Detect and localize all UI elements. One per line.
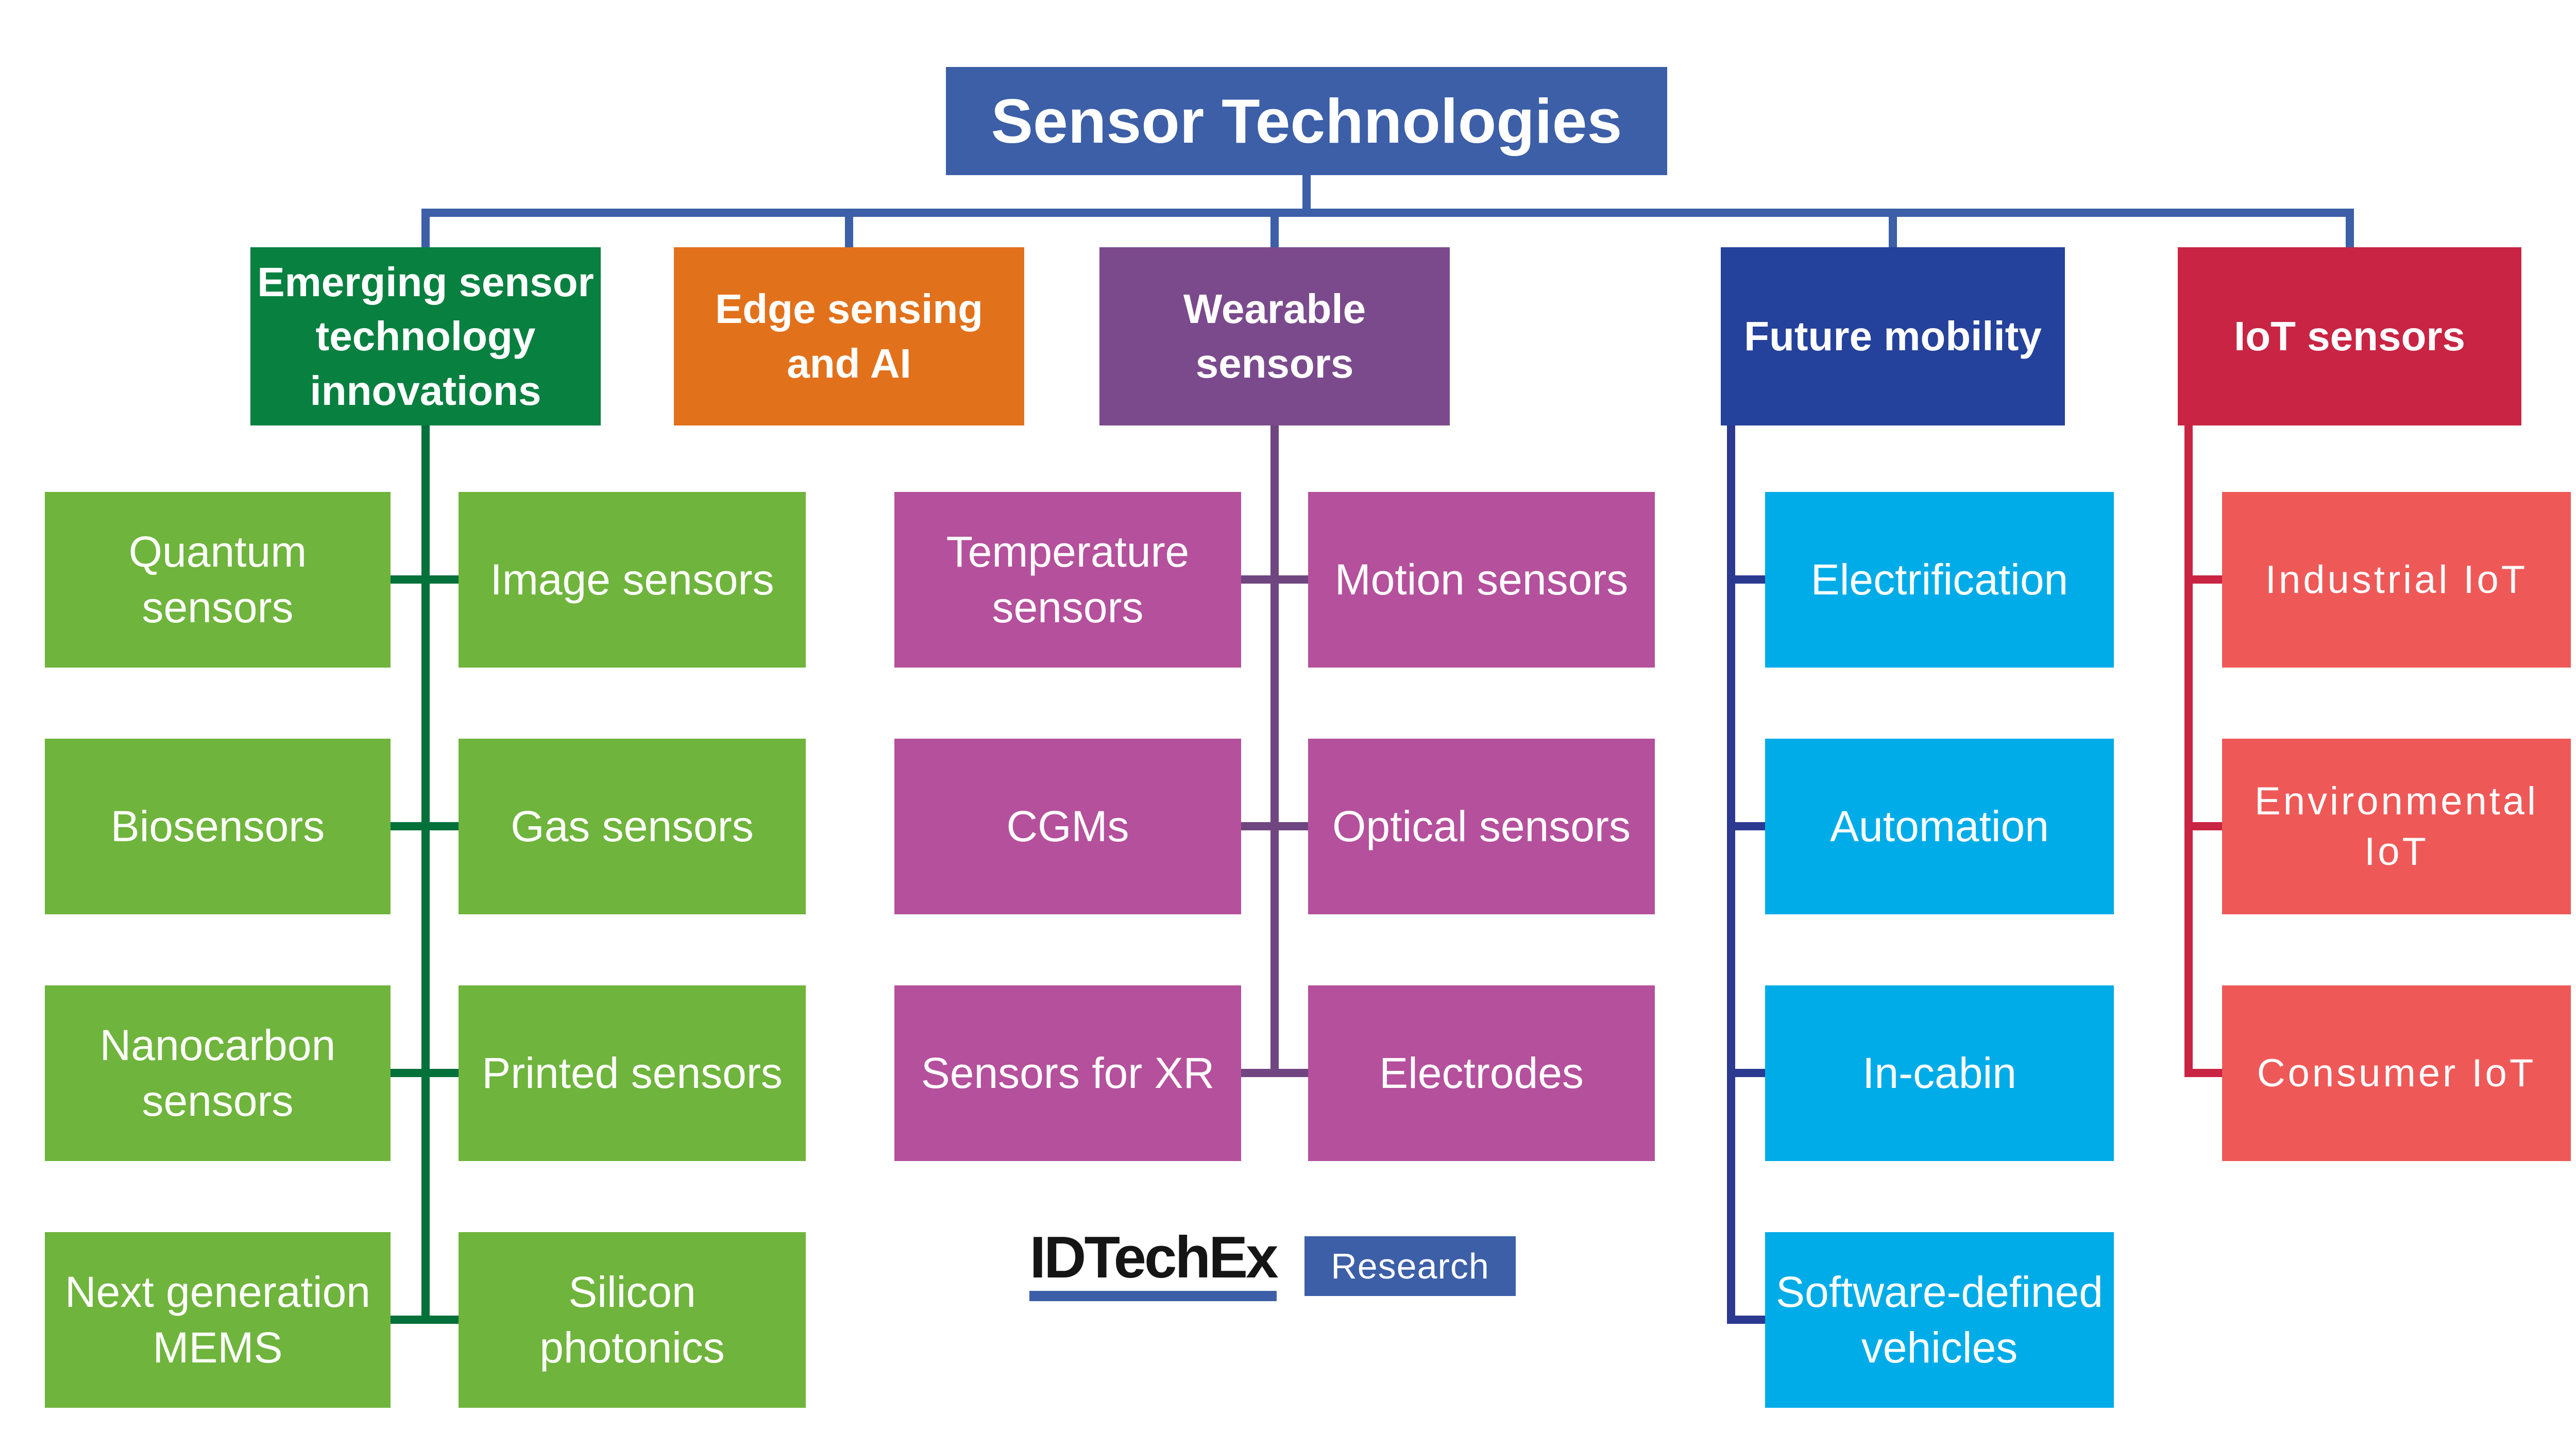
branch-header-edge-sensing-ai: Edge sensing and AI xyxy=(674,247,1024,425)
node-gas-sensors: Gas sensors xyxy=(459,739,806,914)
connector-emerging-vertical xyxy=(421,425,430,1324)
node-environmental-iot: Environmental IoT xyxy=(2222,739,2571,914)
connector-wearable-stub-row2 xyxy=(1241,822,1308,830)
connector-drop-edge xyxy=(845,217,853,248)
connector-trunk-horizontal xyxy=(421,209,2354,217)
branch-header-future-mobility: Future mobility xyxy=(1721,247,2065,425)
connector-emerging-stub-row1 xyxy=(391,575,459,584)
connector-wearable-vertical xyxy=(1270,425,1279,1077)
node-next-generation-mems: Next generation MEMS xyxy=(45,1232,391,1408)
node-electrification: Electrification xyxy=(1765,492,2114,668)
connector-emerging-stub-row2 xyxy=(391,822,459,830)
connector-wearable-stub-row1 xyxy=(1241,575,1308,584)
node-cgms: CGMs xyxy=(894,739,1241,914)
connector-iot-stub-row2 xyxy=(2184,822,2222,830)
connector-drop-emerging xyxy=(421,217,430,248)
node-image-sensors: Image sensors xyxy=(459,492,806,668)
connector-iot-stub-row3 xyxy=(2184,1069,2222,1077)
node-nanocarbon-sensors: Nanocarbon sensors xyxy=(45,985,391,1161)
node-printed-sensors: Printed sensors xyxy=(459,985,806,1161)
connector-drop-mobility xyxy=(1889,217,1897,248)
node-industrial-iot: Industrial IoT xyxy=(2222,492,2571,668)
node-automation: Automation xyxy=(1765,739,2114,914)
connector-emerging-stub-row3 xyxy=(391,1069,459,1077)
branch-header-wearable-sensors: Wearable sensors xyxy=(1099,247,1450,425)
node-in-cabin: In-cabin xyxy=(1765,985,2114,1161)
node-temperature-sensors: Temperature sensors xyxy=(894,492,1241,668)
node-consumer-iot: Consumer IoT xyxy=(2222,985,2571,1161)
node-software-defined-vehicles: Software-defined vehicles xyxy=(1765,1232,2114,1408)
branch-header-emerging-sensor-innovations: Emerging sensor technology innovations xyxy=(250,247,601,425)
connector-wearable-stub-row3 xyxy=(1241,1069,1308,1077)
connector-drop-wearable xyxy=(1270,217,1279,248)
node-silicon-photonics: Silicon photonics xyxy=(459,1232,806,1408)
connector-mobility-vertical xyxy=(1727,425,1735,1324)
node-biosensors: Biosensors xyxy=(45,739,391,914)
node-quantum-sensors: Quantum sensors xyxy=(45,492,391,668)
root-node-title: Sensor Technologies xyxy=(946,67,1667,175)
connector-title-drop xyxy=(1302,175,1311,213)
idtechex-logo-text: IDTechEx xyxy=(1029,1224,1278,1290)
node-sensors-for-xr: Sensors for XR xyxy=(894,985,1241,1161)
node-electrodes: Electrodes xyxy=(1308,985,1655,1161)
idtechex-logo-underline xyxy=(1029,1291,1277,1301)
connector-mobility-stub-row4 xyxy=(1727,1316,1765,1324)
node-optical-sensors: Optical sensors xyxy=(1308,739,1655,914)
connector-mobility-stub-row2 xyxy=(1727,822,1765,830)
connector-mobility-stub-row3 xyxy=(1727,1069,1765,1077)
connector-iot-stub-row1 xyxy=(2184,575,2222,584)
connector-mobility-stub-row1 xyxy=(1727,575,1765,584)
connector-drop-iot xyxy=(2346,217,2354,248)
node-motion-sensors: Motion sensors xyxy=(1308,492,1655,668)
idtechex-research-badge: Research xyxy=(1304,1236,1516,1296)
branch-header-iot-sensors: IoT sensors xyxy=(2178,247,2521,425)
connector-emerging-stub-row4 xyxy=(391,1316,459,1324)
connector-iot-vertical xyxy=(2184,425,2193,1077)
